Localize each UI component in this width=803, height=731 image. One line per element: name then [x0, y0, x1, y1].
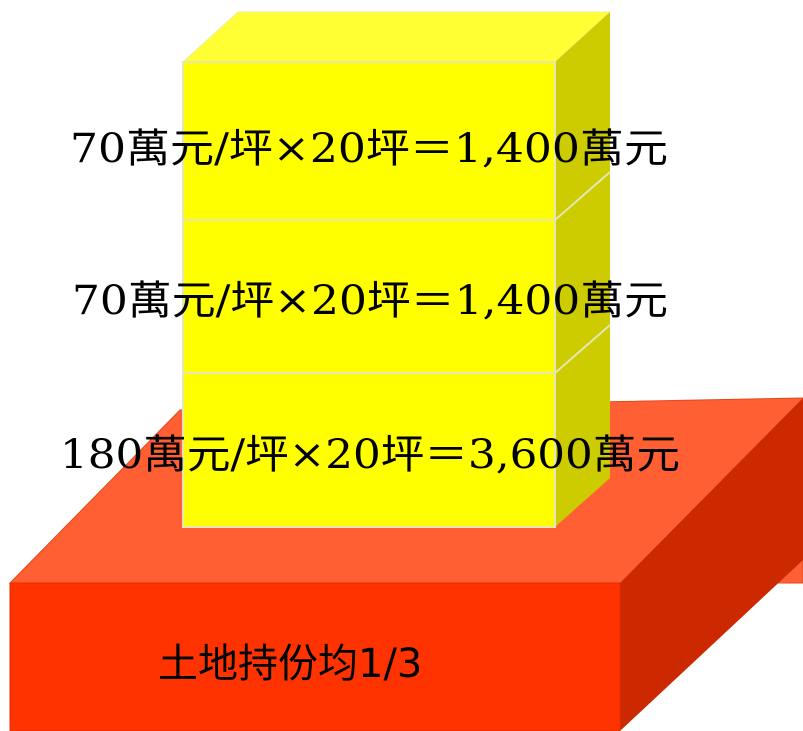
- floor-middle: 70萬元/坪×20坪＝1,400萬元: [72, 219, 668, 374]
- floor-bottom-front-face: [182, 372, 556, 528]
- floor-top: 70萬元/坪×20坪＝1,400萬元: [70, 61, 668, 221]
- floor-bottom: 180萬元/坪×20坪＝3,600萬元: [60, 372, 680, 528]
- floor-top-price-label: 70萬元/坪×20坪＝1,400萬元: [70, 126, 668, 172]
- land-share-label: 土地持份均1/3: [158, 641, 422, 687]
- land-base-front-face: [9, 582, 621, 731]
- floor-bottom-price-label: 180萬元/坪×20坪＝3,600萬元: [60, 432, 680, 478]
- land-base-side-face: [620, 398, 803, 731]
- floor-top-front-face: [182, 61, 556, 221]
- tower-side-face: [555, 12, 610, 527]
- tower-top-face: [181, 11, 612, 63]
- building-tower: 70萬元/坪×20坪＝1,400萬元 70萬元/坪×20坪＝1,400萬元 18…: [60, 11, 680, 528]
- floor-middle-front-face: [182, 219, 556, 374]
- floor-middle-price-label: 70萬元/坪×20坪＝1,400萬元: [72, 278, 668, 324]
- tower-side-edge-1: [554, 171, 611, 221]
- tower-side-edge-2: [554, 324, 611, 374]
